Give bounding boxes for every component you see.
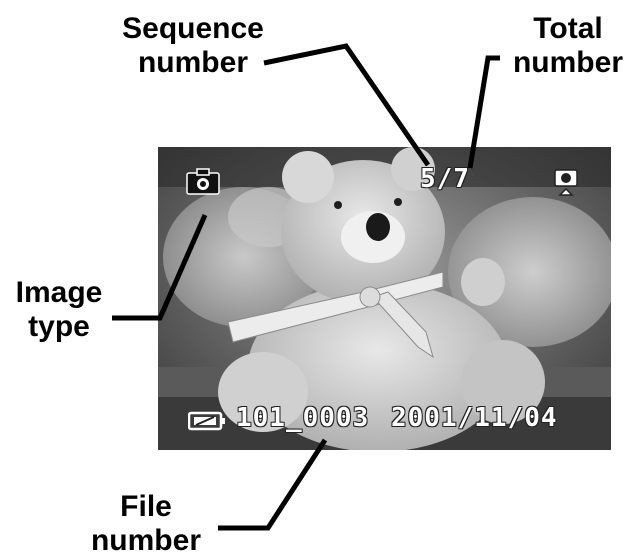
file-number-leader-line	[218, 438, 328, 531]
image-type-label-line2: type	[28, 310, 90, 343]
total-number-label: Total number	[508, 12, 628, 80]
battery-icon	[188, 411, 225, 431]
file-number-label: File number	[76, 490, 216, 558]
image-type-label: Image type	[8, 276, 110, 344]
date-display: 2001/11/04	[391, 403, 558, 433]
sequence-number-label: Sequence number	[108, 12, 278, 80]
total-number-label-line2: number	[512, 46, 623, 79]
image-type-label-line1: Image	[15, 276, 103, 309]
sequence-number-label-line1: Sequence	[122, 12, 264, 45]
lcd-screen: 5/7 101_0003 2001/11/04	[158, 147, 611, 450]
sequence-total-display: 5/7	[420, 164, 470, 194]
sequence-number-label-line2: number	[137, 46, 248, 79]
teddy-bear-photo	[158, 147, 611, 450]
file-number-display: 101_0003	[236, 403, 370, 433]
total-number-label-line1: Total	[533, 12, 603, 45]
camera-icon	[186, 168, 220, 195]
file-number-label-line1: File	[120, 490, 172, 523]
file-number-label-line2: number	[90, 524, 201, 557]
protect-icon	[554, 169, 578, 196]
